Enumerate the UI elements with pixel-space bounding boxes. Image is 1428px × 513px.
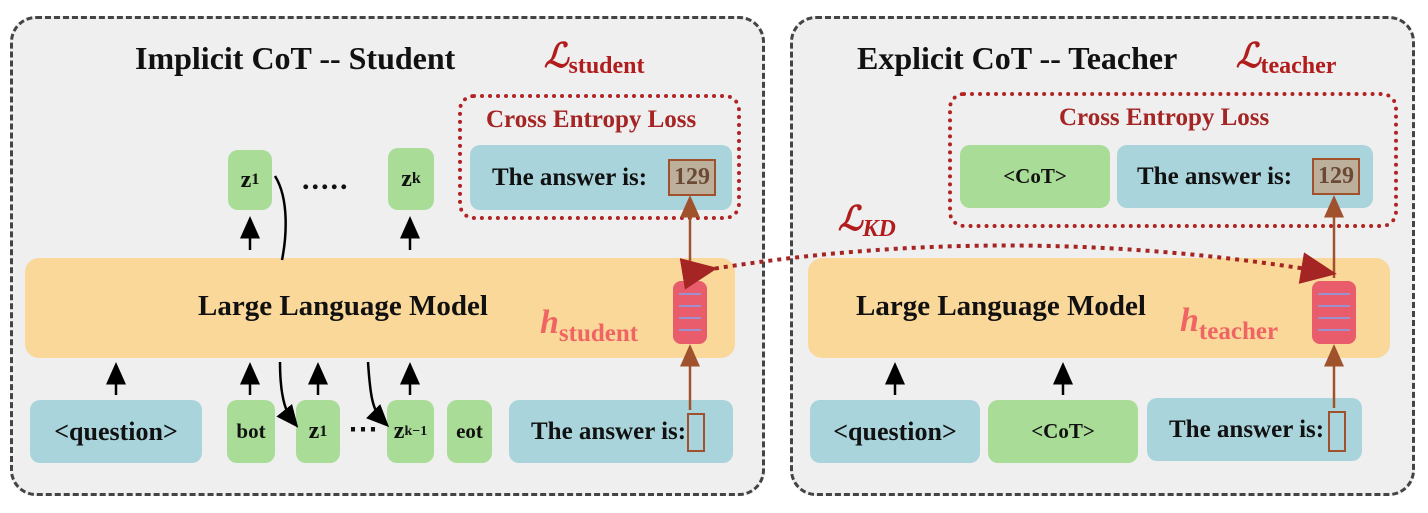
teacher-answer-value: 129: [1312, 158, 1360, 195]
student-cross-entropy-box: [458, 94, 741, 220]
latent-z-letter: z: [393, 418, 405, 444]
answer-output-text: The answer is:: [1137, 162, 1293, 190]
loss-subscript: student: [568, 53, 645, 79]
student-hidden-state: [673, 281, 707, 344]
student-cross-entropy-label: Cross Entropy Loss: [486, 106, 697, 133]
hidden-subscript: student: [558, 320, 639, 347]
kd-loss-label: ℒKD: [838, 201, 896, 242]
latent-z-subscript: k−1: [404, 423, 428, 439]
latent-z-letter: z: [308, 418, 320, 444]
hidden-symbol: h: [540, 304, 559, 341]
latent-z-subscript: k: [411, 170, 421, 187]
teacher-hidden-label: hteacher: [1180, 302, 1279, 345]
student-answer-input-token: The answer is:: [509, 400, 733, 463]
latent-feedback-z1-input: [276, 361, 299, 428]
kd-subscript: KD: [862, 216, 896, 242]
teacher-question-token: <question>: [810, 400, 980, 463]
teacher-llm-label: Large Language Model: [856, 290, 1146, 322]
student-llm-block: [25, 258, 735, 358]
latent-z-subscript: 1: [251, 171, 260, 188]
latent-z-letter: z: [240, 166, 252, 193]
answer-input-text: The answer is:: [531, 417, 687, 445]
answer-output-text: The answer is:: [492, 163, 648, 191]
kd-symbol: ℒ: [838, 201, 863, 238]
latent-z-subscript: 1: [319, 422, 328, 440]
teacher-hidden-state: [1312, 281, 1356, 344]
teacher-cot-input-token: <CoT>: [988, 400, 1138, 463]
teacher-title: Explicit CoT -- Teacher: [857, 40, 1178, 76]
loss-symbol: ℒ: [544, 38, 569, 75]
student-hidden-label: hstudent: [540, 304, 639, 347]
answer-input-text: The answer is:: [1169, 415, 1325, 443]
bot-token: bot: [227, 400, 275, 463]
latent-z-letter: z: [401, 165, 412, 192]
student-question-token: <question>: [30, 400, 202, 463]
teacher-loss-label: ℒteacher: [1236, 38, 1337, 79]
student-answer-value: 129: [668, 159, 716, 196]
student-loss-label: ℒstudent: [544, 38, 645, 79]
loss-symbol: ℒ: [1236, 38, 1261, 75]
teacher-answer-input-token: The answer is:: [1147, 398, 1362, 461]
teacher-cot-output-token: <CoT>: [960, 145, 1110, 208]
teacher-cross-entropy-box: [948, 92, 1398, 228]
student-answer-colon-box: [687, 413, 705, 452]
hidden-subscript: teacher: [1198, 318, 1279, 345]
eot-token: eot: [447, 400, 492, 463]
teacher-answer-colon-box: [1328, 411, 1346, 452]
kd-distillation-arrow: [679, 243, 1337, 290]
student-title: Implicit CoT -- Student: [135, 40, 456, 76]
hidden-symbol: h: [1180, 302, 1199, 339]
latent-feedback-zk1: [366, 361, 390, 428]
teacher-cross-entropy-label: Cross Entropy Loss: [1059, 104, 1270, 131]
latent-feedback-z1: [273, 175, 287, 261]
loss-subscript: teacher: [1260, 53, 1337, 79]
student-llm-label: Large Language Model: [198, 290, 488, 322]
latent-output-ellipsis: .....: [302, 163, 350, 196]
